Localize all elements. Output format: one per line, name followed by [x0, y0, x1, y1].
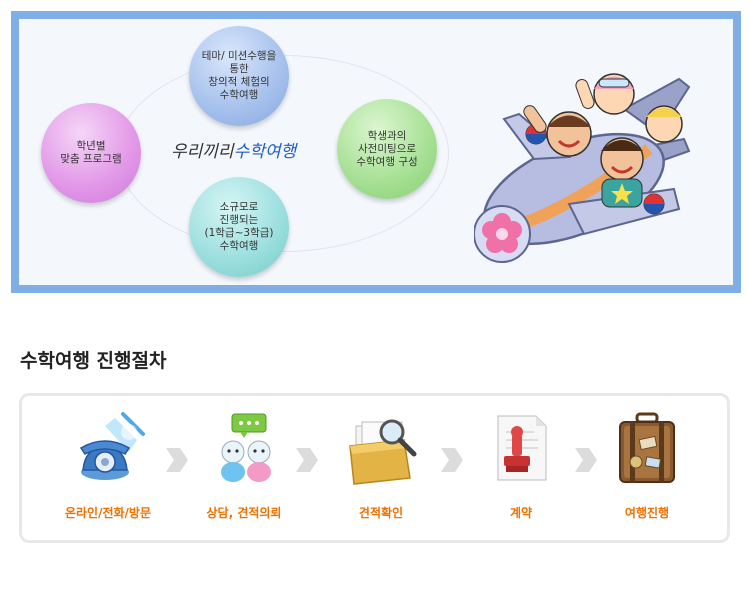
bubble-pre-meeting: 학생과의 사전미팅으로 수학여행 구성 [337, 99, 437, 199]
process-steps-box: 온라인/전화/방문 상담, 견적의뢰 [19, 393, 730, 543]
step-consultation-estimate-label: 상담, 견적의뢰 [206, 506, 282, 520]
process-section-title: 수학여행 진행절차 [20, 350, 167, 372]
step-trip-progress-label: 여행진행 [624, 506, 670, 520]
bubble-grade-program: 학년별 맞춤 프로그램 [41, 103, 141, 203]
slogan-prefix: 우리끼리 [171, 142, 234, 162]
chevron-right-icon [296, 448, 318, 472]
chevron-right-icon [575, 448, 597, 472]
step-estimate-check-label: 견적확인 [358, 506, 404, 520]
bubble-theme-mission: 테마/ 미션수행을 통한 창의적 체험의 수학여행 [189, 26, 289, 126]
bubble-grade-program-text: 학년별 맞춤 프로그램 [60, 140, 122, 165]
step-consultation-estimate: 상담, 견적의뢰 [179, 412, 309, 521]
step-estimate-check: 견적확인 [316, 412, 446, 521]
slogan-highlight: 수학여행 [233, 142, 297, 162]
step-contract: 계약 [456, 412, 586, 521]
consultation-icon [207, 412, 281, 486]
banner-inner: 테마/ 미션수행을 통한 창의적 체험의 수학여행 학년별 맞춤 프로그램 학생… [19, 19, 733, 285]
contract-stamp-icon [484, 412, 558, 486]
bubble-pre-meeting-text: 학생과의 사전미팅으로 수학여행 구성 [356, 129, 418, 168]
step-online-phone-visit: 온라인/전화/방문 [43, 412, 173, 521]
bubble-theme-mission-text: 테마/ 미션수행을 통한 창의적 체험의 수학여행 [201, 50, 277, 101]
bubble-small-group-text: 소규모로 진행되는 (1학급~3학급) 수학여행 [204, 201, 274, 252]
step-trip-progress: 여행진행 [582, 412, 712, 521]
bubble-small-group: 소규모로 진행되는 (1학급~3학급) 수학여행 [189, 177, 289, 277]
step-contract-label: 계약 [509, 506, 533, 520]
airplane-kids-illustration [474, 73, 691, 263]
step-online-phone-visit-label: 온라인/전화/방문 [64, 506, 152, 520]
slogan: 우리끼리수학여행 [171, 137, 296, 162]
folder-magnifier-icon [344, 412, 418, 486]
banner: 테마/ 미션수행을 통한 창의적 체험의 수학여행 학년별 맞춤 프로그램 학생… [11, 11, 741, 293]
chevron-right-icon [166, 448, 188, 472]
suitcase-icon [610, 412, 684, 486]
phone-icon [71, 412, 145, 486]
chevron-right-icon [441, 448, 463, 472]
